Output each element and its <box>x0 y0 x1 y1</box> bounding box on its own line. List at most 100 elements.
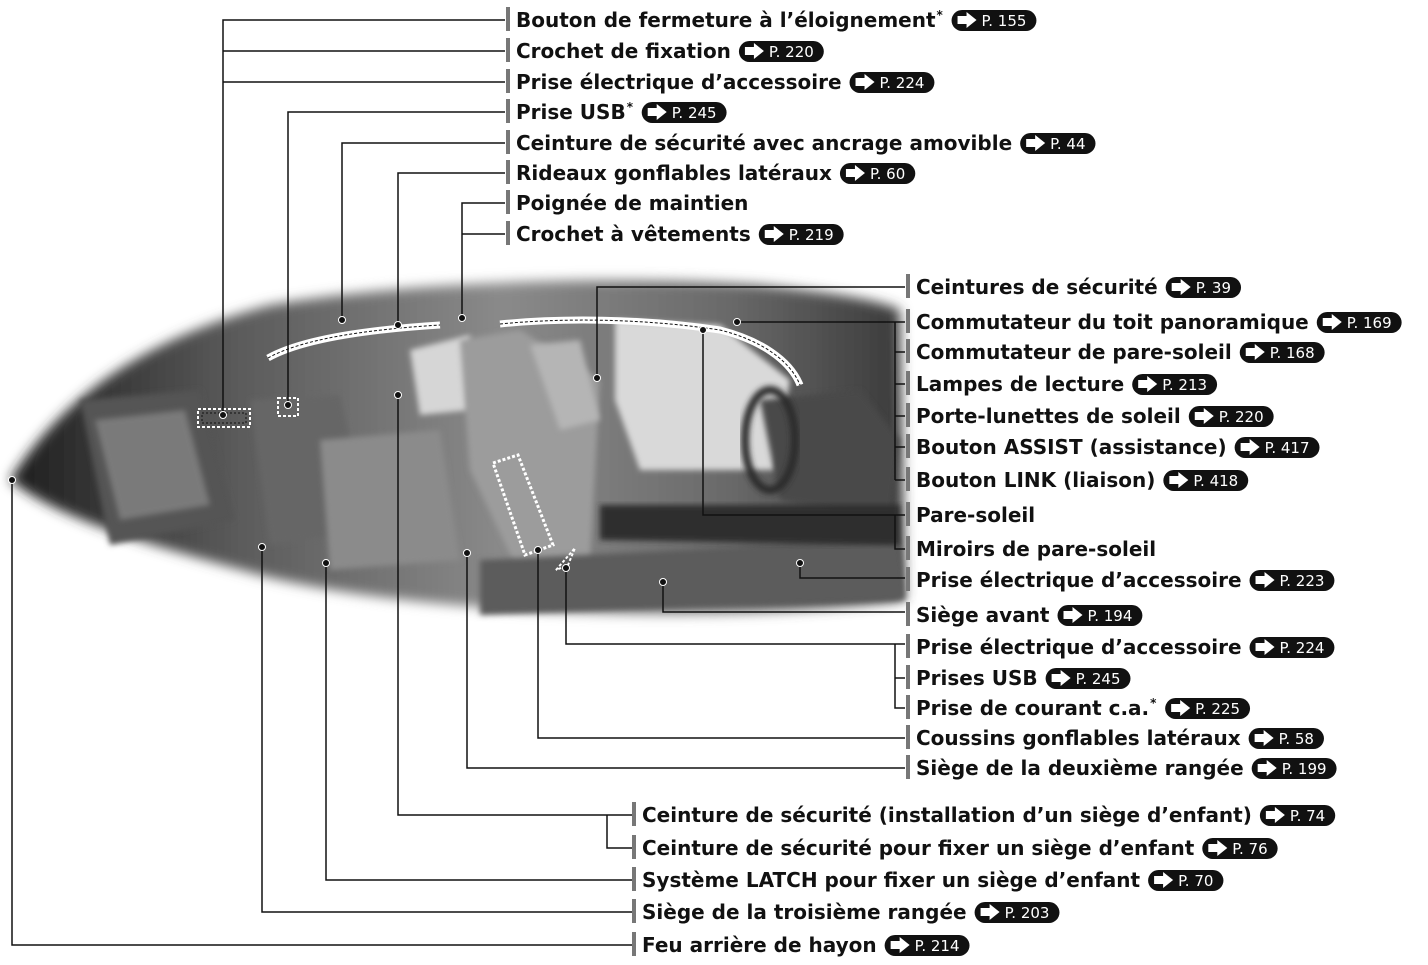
page-ref-text: P. 245 <box>1076 670 1121 688</box>
page-ref-badge[interactable]: P. 76 <box>1202 838 1278 859</box>
page-ref-text: P. 214 <box>915 937 960 955</box>
page-ref-badge[interactable]: P. 39 <box>1165 277 1242 298</box>
callout-label: Commutateur du toit panoramique <box>916 310 1309 334</box>
page-ref-text: P. 220 <box>1219 408 1264 426</box>
page-ref-badge[interactable]: P. 74 <box>1259 805 1336 826</box>
arrow-right-badge-icon <box>1208 840 1228 856</box>
page-ref-badge[interactable]: P. 70 <box>1148 870 1224 891</box>
callout-label: Ceintures de sécurité <box>916 275 1158 299</box>
bar-marker-icon <box>506 38 510 62</box>
callout-systeme-latch: Système LATCH pour fixer un siège d’enfa… <box>632 867 1224 892</box>
bar-marker-icon <box>506 221 510 245</box>
page-ref-pill <box>1234 437 1320 458</box>
arrow-right-badge-icon <box>647 104 667 120</box>
page-ref-text: P. 169 <box>1347 314 1392 332</box>
page-ref-badge[interactable]: P. 44 <box>1020 133 1096 154</box>
page-ref-badge[interactable]: P. 220 <box>738 41 824 62</box>
page-ref-badge[interactable]: P. 214 <box>884 935 970 956</box>
callout-label: Porte-lunettes de soleil <box>916 404 1181 428</box>
page-ref-badge[interactable]: P. 213 <box>1132 374 1218 395</box>
footnote-star: * <box>627 100 634 114</box>
page-ref-badge[interactable]: P. 418 <box>1163 470 1249 491</box>
arrow-right-badge-icon <box>855 74 875 90</box>
page-ref-pill <box>974 902 1060 923</box>
arrow-right-badge-icon <box>1169 472 1189 488</box>
page-ref-text: P. 194 <box>1088 607 1133 625</box>
page-ref-badge[interactable]: P. 58 <box>1248 728 1324 749</box>
page-ref-text: P. 203 <box>1005 904 1050 922</box>
callout-prise-usb-arr: Prise USB*P. 245 <box>506 99 727 124</box>
page-ref-badge[interactable]: P. 224 <box>1249 637 1335 658</box>
callout-label: Bouton ASSIST (assistance) <box>916 435 1227 459</box>
page-ref-badge[interactable]: P. 155 <box>951 10 1037 31</box>
page-ref-text: P. 213 <box>1162 376 1207 394</box>
arrow-right-badge-icon <box>1255 572 1275 588</box>
bar-marker-icon <box>906 665 910 689</box>
page-ref-badge[interactable]: P. 417 <box>1234 437 1320 458</box>
page-ref-badge[interactable]: P. 168 <box>1239 342 1325 363</box>
page-ref-badge[interactable]: P. 224 <box>849 72 935 93</box>
callout-label: Système LATCH pour fixer un siège d’enfa… <box>642 868 1141 892</box>
bar-marker-icon <box>906 725 910 749</box>
page-ref-text: P. 58 <box>1279 730 1314 748</box>
callout-ceinture-amovible: Ceinture de sécurité avec ancrage amovib… <box>506 130 1096 155</box>
arrow-right-badge-icon <box>1265 807 1285 823</box>
page-ref-badge[interactable]: P. 220 <box>1188 406 1274 427</box>
page-ref-badge[interactable]: P. 219 <box>758 224 844 245</box>
bar-marker-icon <box>906 502 910 526</box>
callout-labels: Bouton de fermeture à l’éloignement*P. 1… <box>506 7 1402 957</box>
page-ref-badge[interactable]: P. 223 <box>1249 570 1335 591</box>
callout-label: Ceinture de sécurité avec ancrage amovib… <box>516 131 1012 155</box>
callout-label: Siège avant <box>916 603 1050 627</box>
arrow-right-badge-icon <box>1063 607 1083 623</box>
callout-label: Bouton LINK (liaison) <box>916 468 1155 492</box>
page-ref-text: P. 70 <box>1178 872 1213 890</box>
bar-marker-icon <box>906 403 910 427</box>
bar-marker-icon <box>506 99 510 123</box>
page-ref-pill <box>1163 470 1249 491</box>
page-ref-badge[interactable]: P. 225 <box>1165 698 1251 719</box>
page-ref-pill <box>758 224 844 245</box>
callout-ceintures-securite: Ceintures de sécurité P. 39 <box>906 274 1242 299</box>
callout-bouton-assist: Bouton ASSIST (assistance) P. 417 <box>906 434 1320 459</box>
page-ref-pill <box>1249 570 1335 591</box>
page-ref-text: P. 76 <box>1232 840 1267 858</box>
arrow-right-badge-icon <box>980 904 1000 920</box>
page-ref-badge[interactable]: P. 199 <box>1251 758 1337 779</box>
callout-label: Miroirs de pare-soleil <box>916 537 1156 561</box>
target-dots <box>8 314 804 586</box>
page-ref-text: P. 225 <box>1195 700 1240 718</box>
page-ref-pill <box>1132 374 1218 395</box>
callout-label: Prise de courant c.a. <box>916 696 1149 720</box>
page-ref-badge[interactable]: P. 203 <box>974 902 1060 923</box>
bar-marker-icon <box>506 69 510 93</box>
arrow-right-badge-icon <box>744 43 764 59</box>
bar-marker-icon <box>906 274 910 298</box>
bar-marker-icon <box>906 536 910 560</box>
bar-marker-icon <box>632 932 636 956</box>
page-ref-pill <box>1057 605 1143 626</box>
page-ref-pill <box>951 10 1037 31</box>
arrow-right-badge-icon <box>1245 344 1265 360</box>
callout-pare-soleil: Pare-soleil <box>906 502 1035 527</box>
page-ref-badge[interactable]: P. 60 <box>839 163 916 184</box>
page-ref-badge[interactable]: P. 169 <box>1316 312 1402 333</box>
page-ref-badge[interactable]: P. 245 <box>641 102 727 123</box>
callout-label: Siège de la deuxième rangée <box>916 756 1244 780</box>
callout-ceinture-siege-enfant: Ceinture de sécurité (installation d’un … <box>632 802 1336 827</box>
page-ref-badge[interactable]: P. 194 <box>1057 605 1143 626</box>
page-ref-badge[interactable]: P. 245 <box>1045 668 1131 689</box>
page-ref-pill <box>1165 698 1251 719</box>
page-ref-text: P. 39 <box>1196 279 1231 297</box>
bar-marker-icon <box>906 309 910 333</box>
